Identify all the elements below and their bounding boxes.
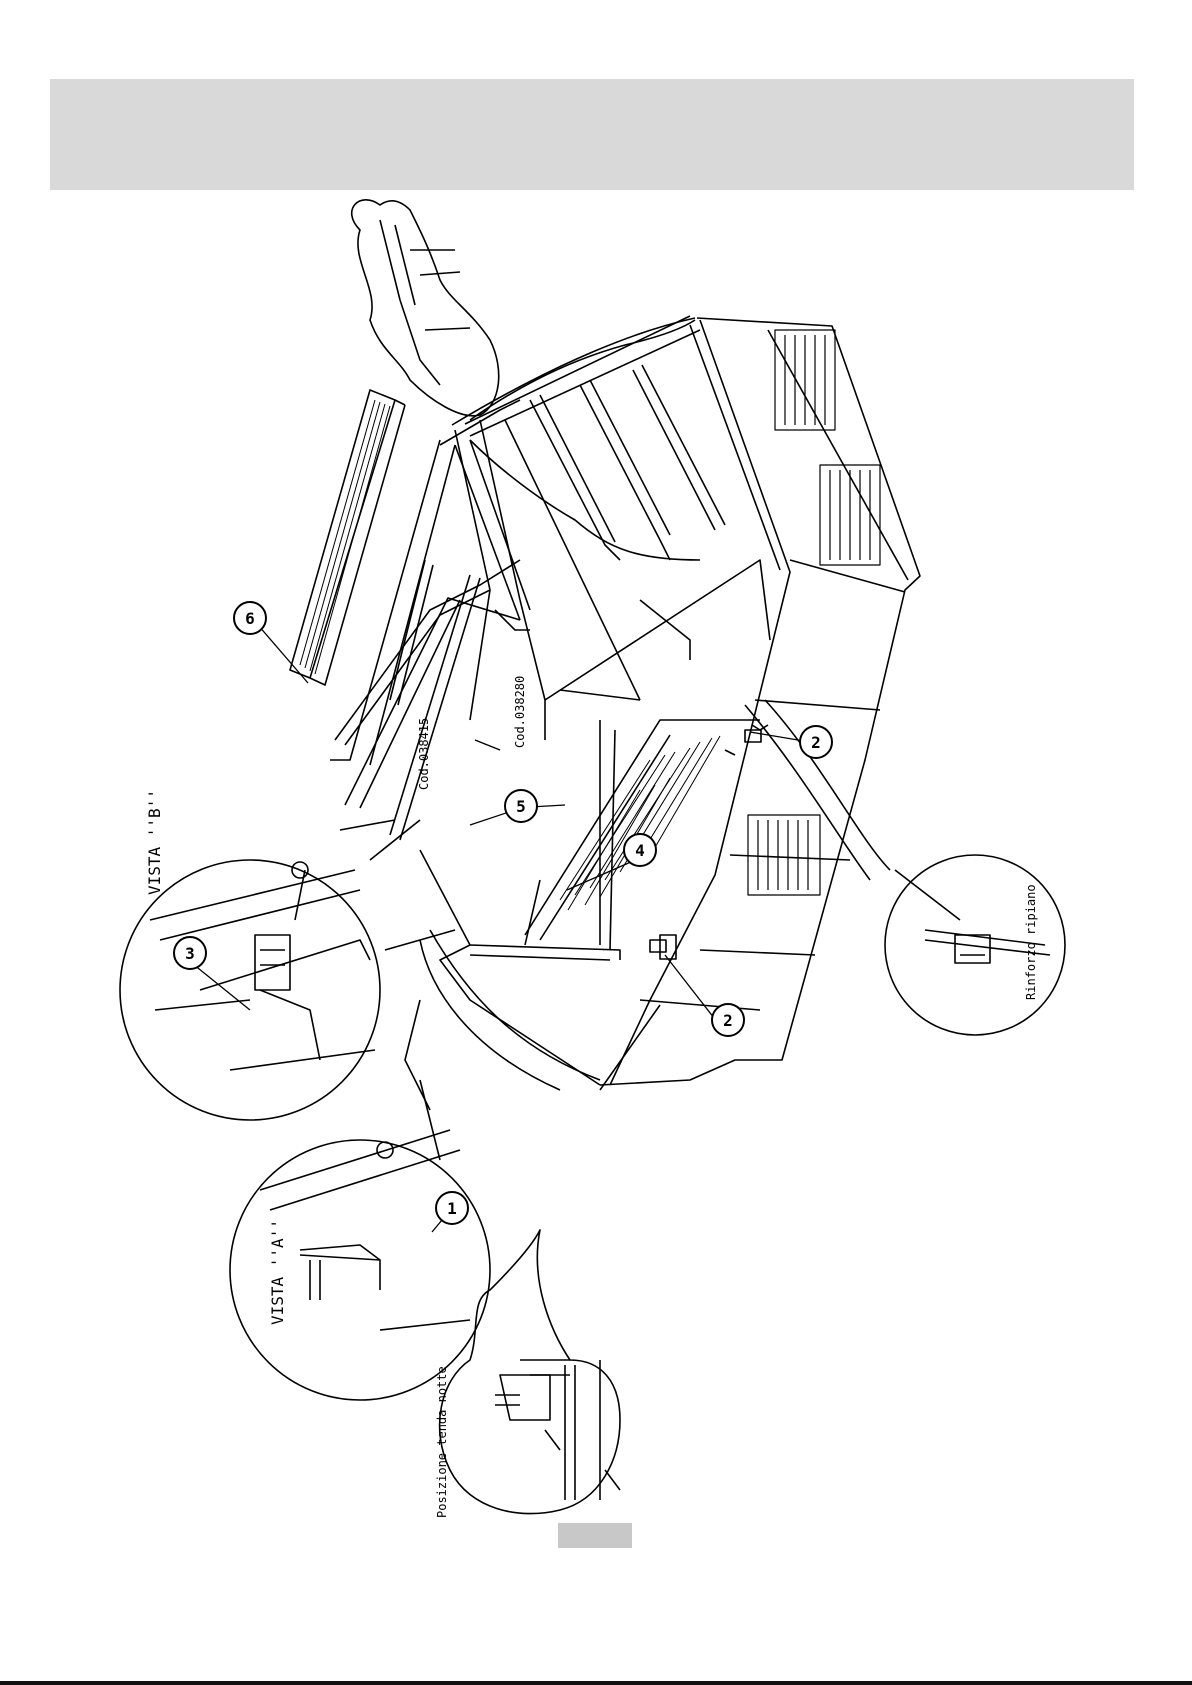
callouts: 6 5 4 2 2 3 1 [174, 602, 832, 1224]
callout-2-left: 2 [712, 1004, 744, 1036]
detail-circle-night-curtain [440, 1230, 620, 1514]
callout-6: 6 [234, 602, 266, 634]
svg-text:3: 3 [185, 944, 195, 963]
callout-5: 5 [505, 790, 537, 822]
detail-circle-vista-b [120, 820, 420, 1120]
view-b-label: VISTA ''B'' [145, 789, 164, 895]
callout-2-right: 2 [800, 726, 832, 758]
svg-text:6: 6 [245, 609, 255, 628]
display-cabinet-body [335, 316, 920, 1090]
bottom-rule [0, 1681, 1192, 1685]
page-number-tab [558, 1523, 632, 1548]
shelf-reinforcement-label: Rinforzo ripiano [1024, 884, 1038, 1000]
top-detail-bubble [352, 200, 499, 416]
svg-text:2: 2 [723, 1011, 733, 1030]
night-curtain-label: Posizione tenda notte [435, 1366, 449, 1518]
end-panel-curve [420, 320, 695, 1090]
part-code-038280: Cod.038280 [513, 676, 527, 748]
leader-lines [188, 625, 810, 1232]
part-code-038415: Cod.038415 [417, 718, 431, 790]
callout-1: 1 [436, 1192, 468, 1224]
svg-text:2: 2 [811, 733, 821, 752]
svg-text:5: 5 [516, 797, 526, 816]
view-a-label: VISTA ''A'' [268, 1219, 287, 1325]
callout-4: 4 [624, 834, 656, 866]
svg-text:1: 1 [447, 1199, 457, 1218]
text-labels: VISTA ''B'' VISTA ''A'' Cod.038415 Cod.0… [145, 676, 1038, 1518]
canopy-light-bar [290, 390, 455, 765]
svg-text:4: 4 [635, 841, 645, 860]
callout-3: 3 [174, 937, 206, 969]
detail-circle-shelf-reinforcement [745, 700, 1065, 1035]
